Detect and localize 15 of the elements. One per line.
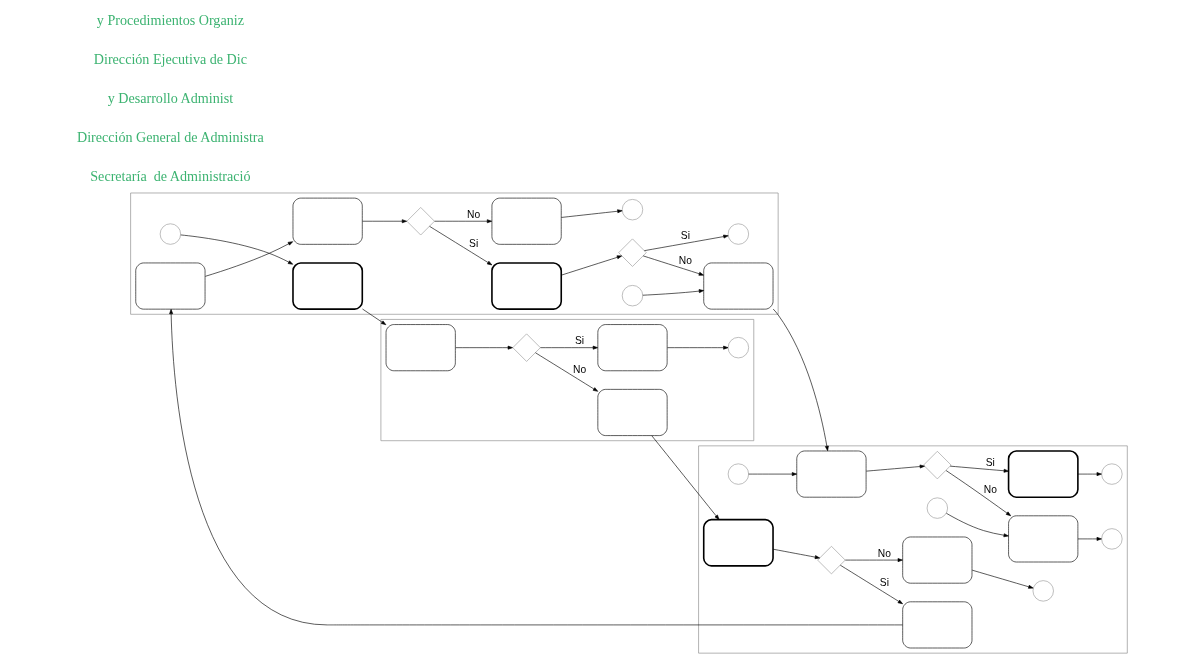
label: Secretaría de Administració	[90, 168, 251, 185]
edge-label: No	[678, 255, 692, 267]
label: y Procedimientos Organiz	[96, 11, 244, 28]
edge-label: No	[877, 547, 891, 559]
edge-label: Si	[879, 576, 889, 588]
edge-label: No	[467, 208, 481, 220]
edge-label: Si	[574, 335, 585, 347]
edge-label: No	[983, 484, 997, 496]
edge-label: Si	[985, 457, 995, 469]
label: Dirección Ejecutiva de Dic	[93, 50, 247, 67]
edge-label: Si	[680, 230, 690, 242]
edge-label: No	[572, 364, 587, 376]
label: Dirección General de Administra	[76, 129, 264, 146]
label: y Desarrollo Administ	[107, 89, 234, 106]
edge-label: Si	[469, 237, 479, 249]
